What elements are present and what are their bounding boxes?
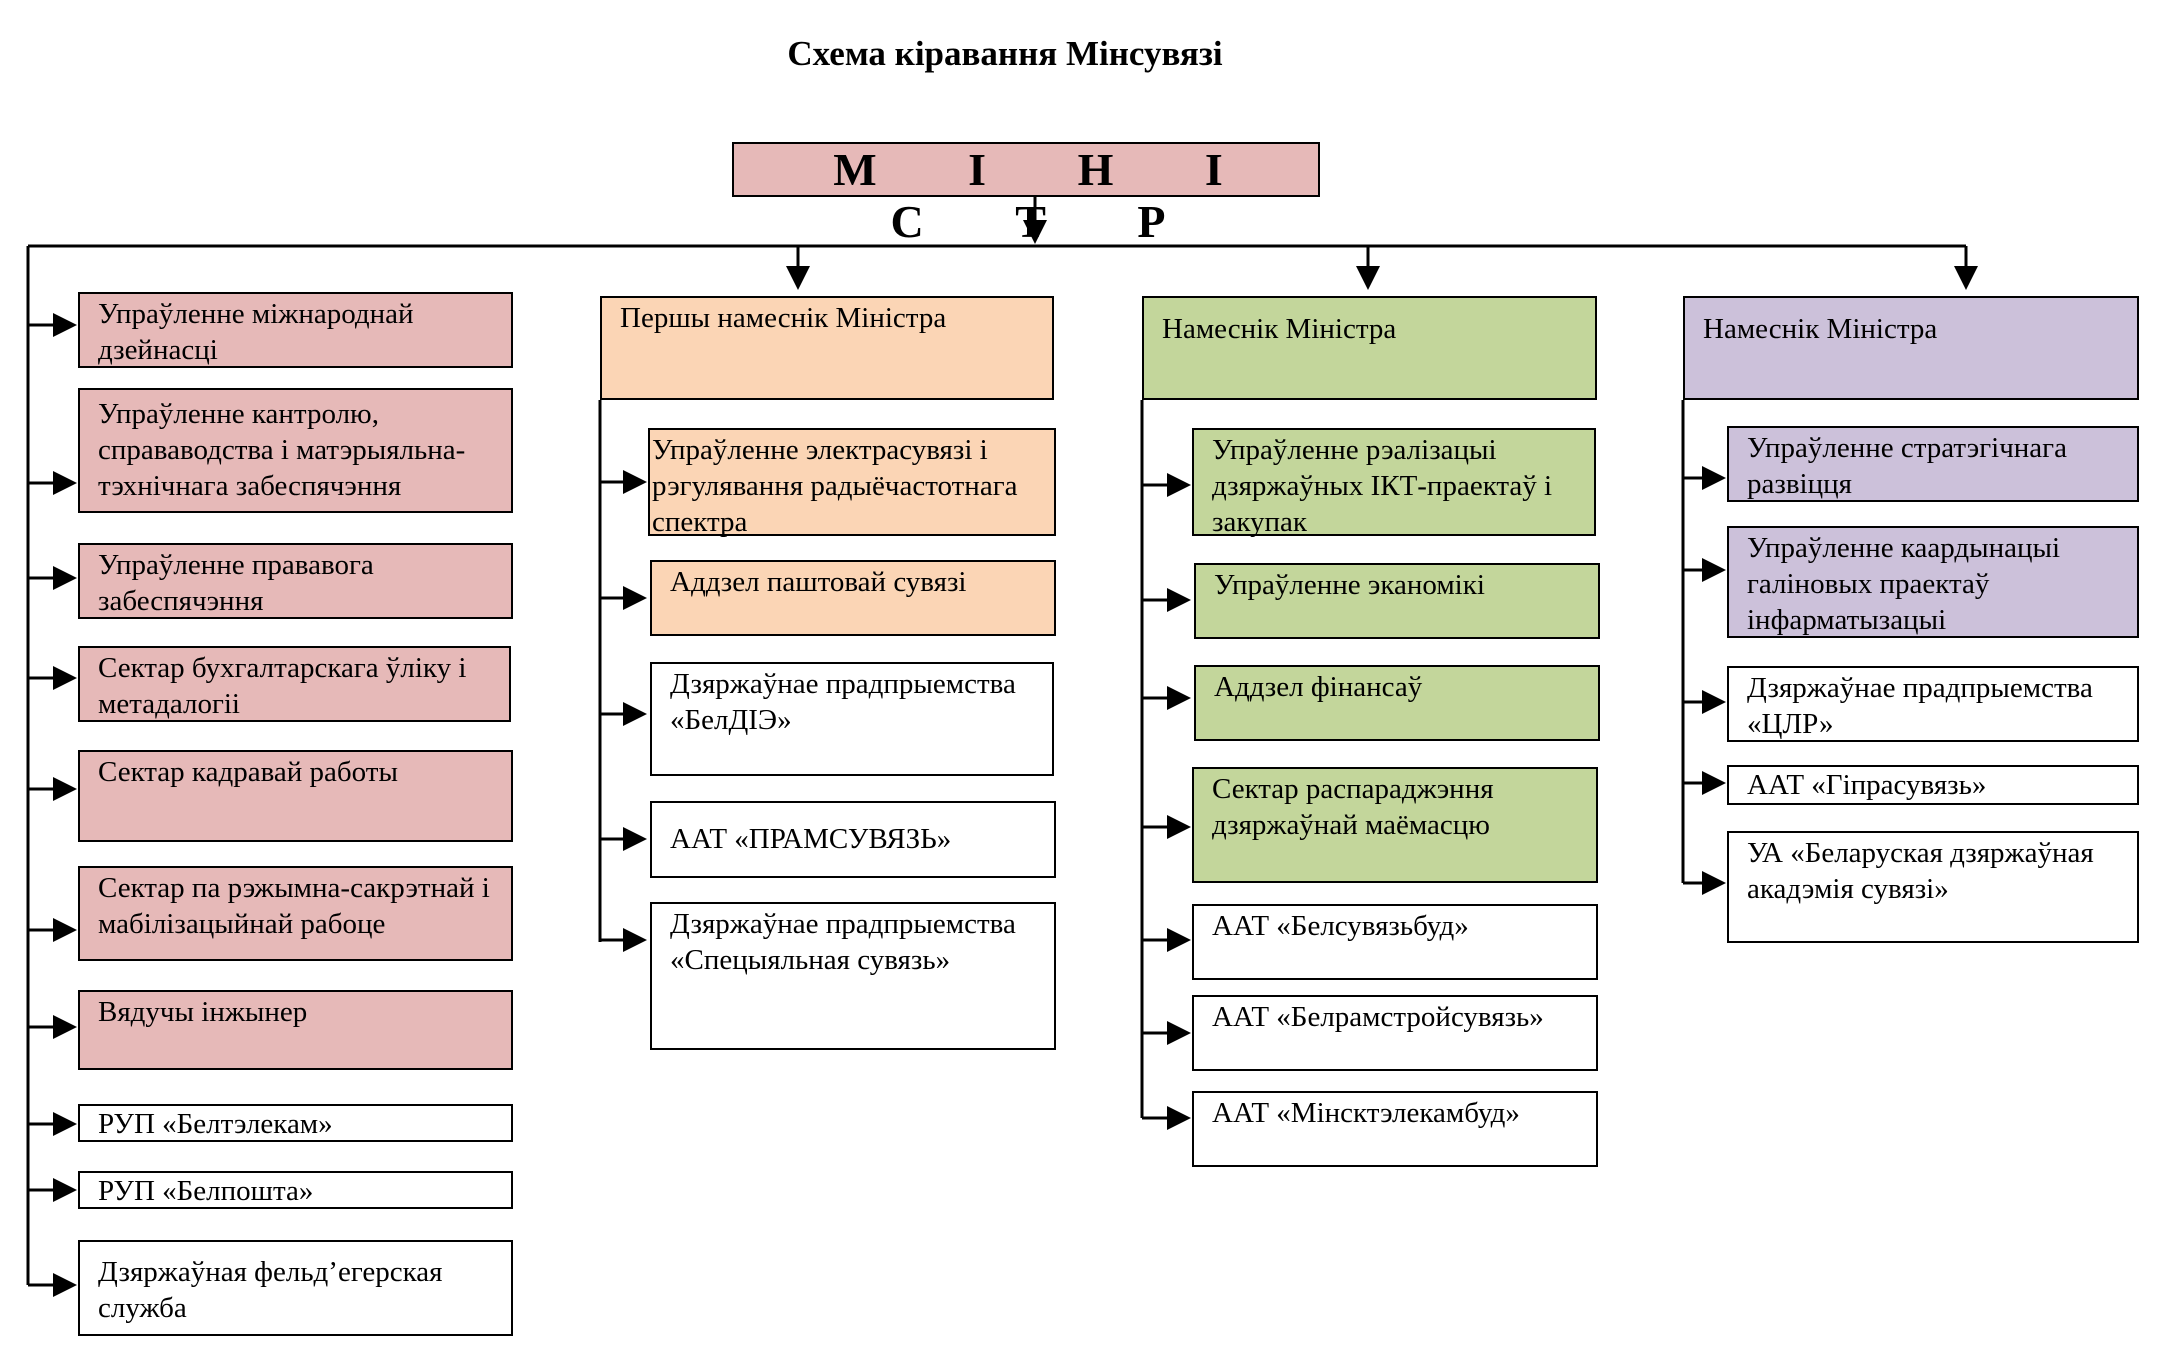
- unit-belposhta: РУП «Белпошта»: [78, 1171, 513, 1209]
- unit-label: Дзяржаўнае прадпрыемства «Спецыяльная су…: [670, 908, 1016, 976]
- minister-box: М І Н І С Т Р: [732, 142, 1320, 247]
- unit-label: РУП «Белпошта»: [98, 1175, 314, 1207]
- unit-label: Упраўленне прававога забеспячэння: [98, 549, 374, 617]
- unit-label: ААТ «Гіпрасувязь»: [1747, 769, 1987, 801]
- unit-label: Дзяржаўная фельд’егерская служба: [98, 1256, 443, 1324]
- unit-control-records: Упраўленне кантролю, справаводства і мат…: [78, 388, 513, 513]
- unit-beldie: Дзяржаўнае прадпрыемства «БелДІЭ»: [650, 662, 1054, 776]
- unit-ict-projects: Упраўленне рэалізацыі дзяржаўных ІКТ-пра…: [1192, 428, 1596, 538]
- head-label: Намеснік Міністра: [1703, 313, 1938, 345]
- unit-secrecy: Сектар па рэжымна-сакрэтнай і мабілізацы…: [78, 866, 513, 961]
- unit-label: Упраўленне электрасувязі і рэгулявання р…: [652, 434, 1018, 538]
- head-label: Першы намеснік Міністра: [620, 302, 947, 334]
- unit-label: Упраўленне міжнароднай дзейнасці: [98, 298, 414, 366]
- unit-legal: Упраўленне прававога забеспячэння: [78, 543, 513, 619]
- unit-accounting: Сектар бухгалтарскага ўліку і метадалогі…: [78, 646, 511, 722]
- unit-minsktelekambud: ААТ «Мінсктэлекамбуд»: [1192, 1091, 1598, 1167]
- unit-label: Аддзел фінансаў: [1214, 671, 1423, 703]
- unit-label: РУП «Белтэлекам»: [98, 1108, 333, 1140]
- unit-strategic-development: Упраўленне стратэгічнага развіцця: [1727, 426, 2139, 502]
- unit-label: Дзяржаўнае прадпрыемства «БелДІЭ»: [670, 668, 1016, 736]
- unit-label: ААТ «Белрамстройсувязь»: [1212, 1001, 1544, 1033]
- unit-telecom-spectrum: Упраўленне электрасувязі і рэгулявання р…: [648, 428, 1056, 538]
- unit-hr: Сектар кадравай работы: [78, 750, 513, 842]
- diagram-title: Схема кіравання Мінсувязі: [787, 34, 1223, 73]
- unit-label: Упраўленне кантролю, справаводства і мат…: [98, 398, 466, 502]
- unit-label: Сектар бухгалтарскага ўліку і метадалогі…: [98, 652, 467, 720]
- unit-lead-engineer: Вядучы інжынер: [78, 990, 513, 1070]
- unit-international: Упраўленне міжнароднай дзейнасці: [78, 292, 513, 368]
- unit-giprasuvyaz: ААТ «Гіпрасувязь»: [1727, 765, 2139, 805]
- first-deputy-minister-box: Першы намеснік Міністра: [600, 296, 1054, 400]
- unit-label: Сектар распараджэння дзяржаўнай маёмасцю: [1212, 773, 1494, 841]
- unit-finance: Аддзел фінансаў: [1194, 665, 1600, 741]
- deputy-minister-box-1: Намеснік Міністра: [1142, 296, 1597, 400]
- unit-label: ААТ «Белсувязьбуд»: [1212, 910, 1469, 942]
- unit-label: Упраўленне стратэгічнага развіцця: [1747, 432, 2067, 500]
- unit-label: Упраўленне эканомікі: [1214, 569, 1485, 601]
- unit-state-property: Сектар распараджэння дзяржаўнай маёмасцю: [1192, 767, 1598, 883]
- minister-label: М І Н І С Т Р: [833, 144, 1263, 247]
- unit-label: Сектар па рэжымна-сакрэтнай і мабілізацы…: [98, 872, 490, 940]
- unit-label: ААТ «Мінсктэлекамбуд»: [1212, 1097, 1520, 1129]
- unit-label: Вядучы інжынер: [98, 996, 308, 1028]
- unit-label: Сектар кадравай работы: [98, 756, 398, 788]
- unit-pramsuvyaz: ААТ «ПРАМСУВЯЗЬ»: [650, 801, 1056, 878]
- deputy-minister-box-2: Намеснік Міністра: [1683, 296, 2139, 400]
- unit-label: Аддзел паштовай сувязі: [670, 566, 967, 598]
- unit-academy: УА «Беларуская дзяржаўная акадэмія сувяз…: [1727, 831, 2139, 943]
- unit-label: ААТ «ПРАМСУВЯЗЬ»: [670, 823, 952, 855]
- unit-economics: Упраўленне эканомікі: [1194, 563, 1600, 639]
- unit-informatization-projects: Упраўленне каардынацыі галіновых праекта…: [1727, 526, 2139, 638]
- unit-belramstroysuvyaz: ААТ «Белрамстройсувязь»: [1192, 995, 1598, 1071]
- unit-label: Дзяржаўнае прадпрыемства «ЦЛР»: [1747, 672, 2093, 740]
- unit-postal: Аддзел паштовай сувязі: [650, 560, 1056, 636]
- unit-label: Упраўленне каардынацыі галіновых праекта…: [1747, 532, 2061, 636]
- head-label: Намеснік Міністра: [1162, 313, 1397, 345]
- unit-label: Упраўленне рэалізацыі дзяржаўных ІКТ-пра…: [1212, 434, 1553, 538]
- unit-belsuvyazbud: ААТ «Белсувязьбуд»: [1192, 904, 1598, 980]
- unit-beltelecom: РУП «Белтэлекам»: [78, 1104, 513, 1142]
- unit-special-communication: Дзяржаўнае прадпрыемства «Спецыяльная су…: [650, 902, 1056, 1050]
- unit-courier-service: Дзяржаўная фельд’егерская служба: [78, 1240, 513, 1336]
- unit-label: УА «Беларуская дзяржаўная акадэмія сувяз…: [1747, 837, 2094, 905]
- unit-clr: Дзяржаўнае прадпрыемства «ЦЛР»: [1727, 666, 2139, 742]
